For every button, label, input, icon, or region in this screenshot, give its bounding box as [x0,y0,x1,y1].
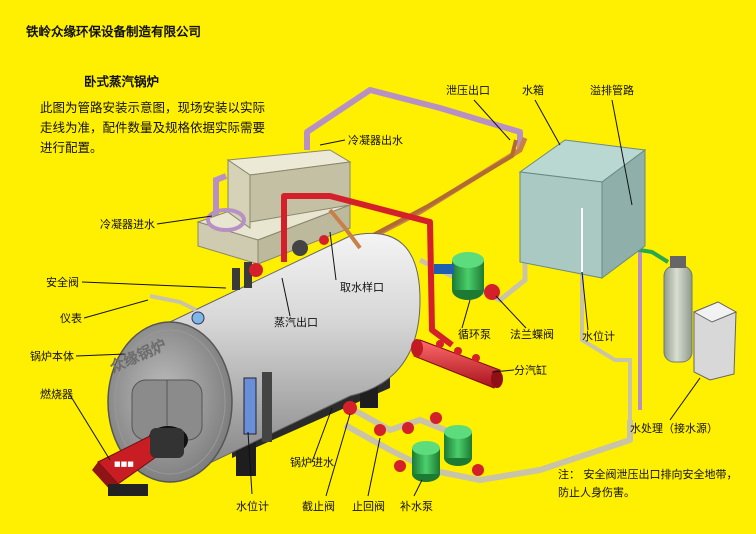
feed-pump-2 [444,425,472,466]
company-name: 铁岭众缘环保设备制造有限公司 [26,24,202,39]
label-sampling: 取水样口 [340,281,384,294]
feed-water-pipe [343,420,633,483]
label-steam-outlet: 蒸汽出口 [274,316,318,329]
label-overflow: 溢排管路 [590,84,634,97]
water-tank [518,139,647,279]
steam-pipe [281,193,454,348]
label-stop-valve: 截止阀 [302,500,335,513]
label-water-tank: 水箱 [522,84,544,97]
feed-valves [343,401,484,476]
label-feed-inlet: 锅炉进水 [290,456,334,469]
feed-pump-1 [412,441,440,482]
label-burner: 燃烧器 [40,388,73,401]
svg-text:■■■: ■■■ [114,460,134,468]
condenser [196,149,352,265]
label-steam-header: 分汽缸 [514,364,547,377]
boiler-body [107,232,421,483]
diagram-description: 此图为管路安装示意图，现场安装以实际走线为准，配件数量及规格依据实际需要进行配置… [40,100,266,155]
label-relief-outlet: 泄压出口 [446,84,490,97]
label-water-treatment: 水处理（接水源） [630,422,718,435]
label-feed-pump: 补水泵 [400,500,433,513]
water-softener [663,256,738,381]
diagram-title: 卧式蒸汽锅炉 [84,74,160,89]
circulation-pump [434,252,500,300]
label-check-valve: 止回阀 [352,500,385,513]
label-circ-pump: 循环泵 [458,328,491,341]
label-condenser-in: 冷凝器进水 [100,218,155,231]
label-flange-valve: 法兰蝶阀 [510,328,554,341]
label-condenser-out: 冷凝器出水 [348,134,403,147]
boiler-water-level-gauge [243,372,272,442]
top-valves [149,235,329,325]
label-boiler-body: 锅炉本体 [30,350,74,363]
steam-header [411,339,503,389]
label-safety-valve: 安全阀 [46,276,79,289]
condenser-pipe [304,87,523,150]
label-tank-level: 水位计 [582,330,615,343]
tank-level-pipe [580,270,632,420]
sampling-pipe [328,208,362,250]
label-gauge: 仪表 [60,312,82,325]
label-boiler-level: 水位计 [236,500,269,513]
leader-lines [69,99,701,497]
safety-note: 注： 安全阀泄压出口排向安全地带，防止人身伤害。 [558,468,738,499]
burner: ■■■ [92,428,184,496]
